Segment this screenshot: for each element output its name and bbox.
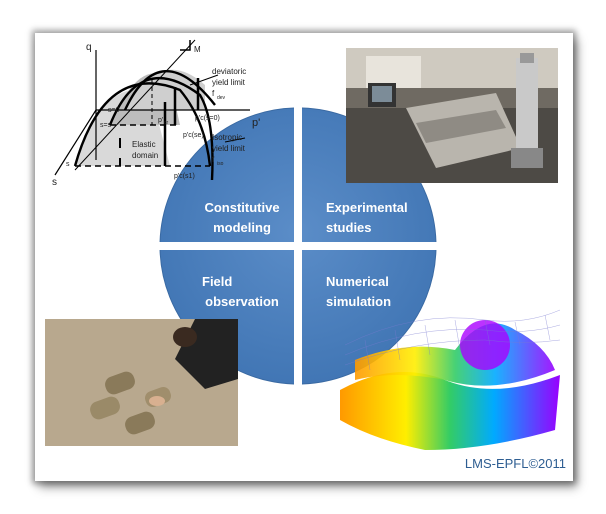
- copyright-footer: LMS-EPFL©2011: [464, 456, 566, 471]
- label-field-observation: Field observation: [196, 272, 288, 312]
- pce-label: p'c(se): [183, 132, 204, 139]
- pc1-label: p'c(s1): [174, 173, 195, 180]
- m-label: M: [194, 45, 201, 54]
- quadrant-label-line: Field: [202, 274, 233, 289]
- label-experimental-studies: Experimental studies: [326, 198, 408, 238]
- quadrant-label-line: simulation: [326, 294, 392, 309]
- quadrant-label-line: modeling: [213, 220, 271, 235]
- pcr-label: p': [158, 117, 163, 124]
- p-axis-label: p': [252, 117, 260, 129]
- quadrant-label-line: observation: [205, 294, 279, 309]
- s0-label: s=0: [108, 107, 120, 114]
- s-axis-label: s: [52, 177, 57, 188]
- quadrant-label-line: Constitutive: [204, 200, 280, 215]
- se-label: s=s: [100, 122, 112, 129]
- elastic-label: Elastic: [132, 140, 156, 149]
- q-axis-label: q: [86, 42, 92, 53]
- quadrant-label-line: studies: [326, 220, 372, 235]
- fdev-label: f: [212, 89, 215, 98]
- s1-label: s: [66, 161, 70, 168]
- quadrant-label-line: Experimental: [326, 200, 408, 215]
- yield-surface-diagram: q p' s M deviatoric yield limit f dev Is…: [52, 39, 260, 188]
- field-observation-photo: [45, 319, 238, 446]
- isotropic-label: Isotropic: [212, 133, 242, 142]
- label-constitutive-modeling: Constitutive modeling: [196, 198, 288, 238]
- pcr-sub: cr: [164, 120, 169, 126]
- quadrant-top-left: [159, 107, 294, 242]
- label-numerical-simulation: Numerical simulation: [326, 272, 391, 312]
- pc0-label: p'c(s=0): [195, 115, 220, 122]
- quadrant-bottom-left: [159, 250, 294, 385]
- yield-limit-label: yield limit: [212, 78, 246, 87]
- domain-label: domain: [132, 151, 158, 160]
- fiso-label: f: [212, 155, 215, 164]
- deviatoric-label: deviatoric: [212, 67, 246, 76]
- quadrant-label-line: Numerical: [326, 274, 389, 289]
- quadrant-bottom-right: [302, 250, 437, 385]
- numerical-simulation-surface: [340, 309, 561, 450]
- yield-limit-label-2: yield limit: [212, 144, 246, 153]
- fdev-sub: dev: [217, 95, 226, 101]
- laboratory-equipment-photo: [346, 48, 558, 183]
- fiso-sub: iso: [217, 161, 224, 167]
